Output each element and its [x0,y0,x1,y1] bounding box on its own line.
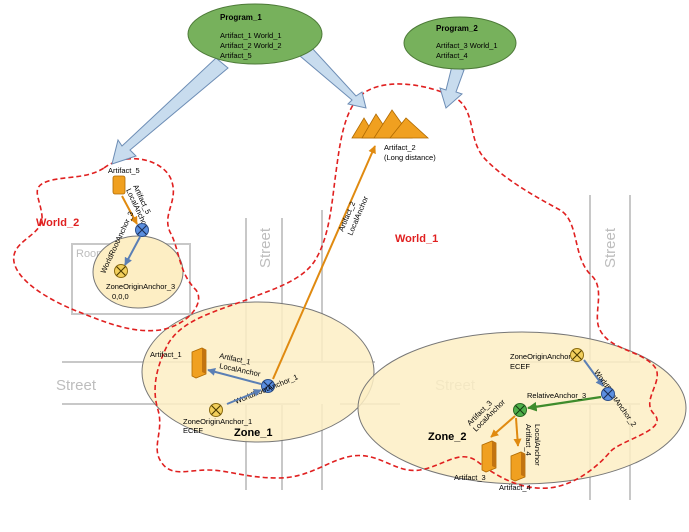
artifact-2-label: Artifact_2 [384,143,416,152]
world-root-anchor-2-icon [601,387,615,401]
artifact-3-label: Artifact_3 [454,473,486,482]
relative-anchor-3-label: RelativeAnchor_3 [527,391,586,400]
artifact-4-link-line1: Artifact_4 [524,424,533,456]
relative-anchor-3-arrow [527,395,602,412]
mapping-arrow-program1-world1 [299,47,367,109]
zone-origin-anchor-3-icon [114,264,128,278]
artifact-5-local-anchor-arrow [121,195,138,225]
zone-origin-anchor-2-frame: ECEF [510,362,530,371]
artifact-1-icon [191,347,207,379]
street-label-left: Street [56,377,97,394]
zone-2-label: Zone_2 [428,431,467,443]
zone-origin-anchor-1-label: ZoneOriginAnchor_1 [183,417,252,426]
program-1-line-3: Artifact_5 [220,51,252,60]
artifact-4-link-line2: LocalAnchor [533,424,542,466]
artifact-3-local-anchor-arrow [490,415,516,438]
street-label-vertical-right: Street [602,227,619,268]
program-1-ellipse [187,3,323,65]
world-1-boundary [154,83,659,489]
street-label-vertical-center: Street [257,227,274,268]
artifact-5-label: Artifact_5 [108,166,140,175]
artifact-4-label: Artifact_4 [499,483,531,492]
zone-origin-anchor-3-label: ZoneOriginAnchor_3 [106,282,175,291]
zone-1-ellipse [141,301,375,443]
zone-3-ellipse [92,235,184,309]
artifact-1-label: Artifact_1 [150,350,182,359]
mapping-arrow-program1-world2 [111,57,229,165]
artifact-1-local-anchor-arrow [207,367,262,385]
artifact-5-icon [112,175,126,195]
artifact-2-icon [351,109,430,139]
artifact-4-icon [510,451,526,482]
mapping-arrow-program2-world1 [439,65,465,109]
world-2-boundary [13,158,200,332]
program-2-line-2: Artifact_4 [436,51,468,60]
world-2-label: World_2 [36,217,79,229]
relative-anchor-3-icon [513,403,527,417]
program-2-line-1: Artifact_3 World_1 [436,41,498,50]
world-root-anchor-3-arrow [124,236,141,266]
zone-origin-anchor-1-icon [209,403,223,417]
zone-1-label: Zone_1 [234,427,273,439]
world-1-label: World_1 [395,233,438,245]
program-1-line-1: Artifact_1 World_1 [220,31,282,40]
artifact-3-icon [481,440,497,473]
program-1-line-2: Artifact_2 World_2 [220,41,282,50]
world-root-anchor-3-icon [135,223,149,237]
program-1-title: Program_1 [220,13,262,22]
zone-origin-anchor-1-frame: ECEF [183,426,203,435]
zone-origin-anchor-2-icon [570,348,584,362]
world-root-anchor-1-icon [261,379,275,393]
artifact-4-local-anchor-arrow [513,417,522,447]
zone-origin-anchor-2-label: ZoneOriginAnchor_2 [510,352,579,361]
zone-origin-anchor-3-coords: 0,0,0 [112,292,129,301]
world-root-anchor-1-arrow [226,389,262,405]
program-2-ellipse [403,16,517,70]
program-2-title: Program_2 [436,24,478,33]
artifact-2-local-anchor-arrow [272,145,376,380]
artifact-2-note: (Long distance) [384,153,436,162]
world-root-anchor-2-arrow [583,359,604,387]
